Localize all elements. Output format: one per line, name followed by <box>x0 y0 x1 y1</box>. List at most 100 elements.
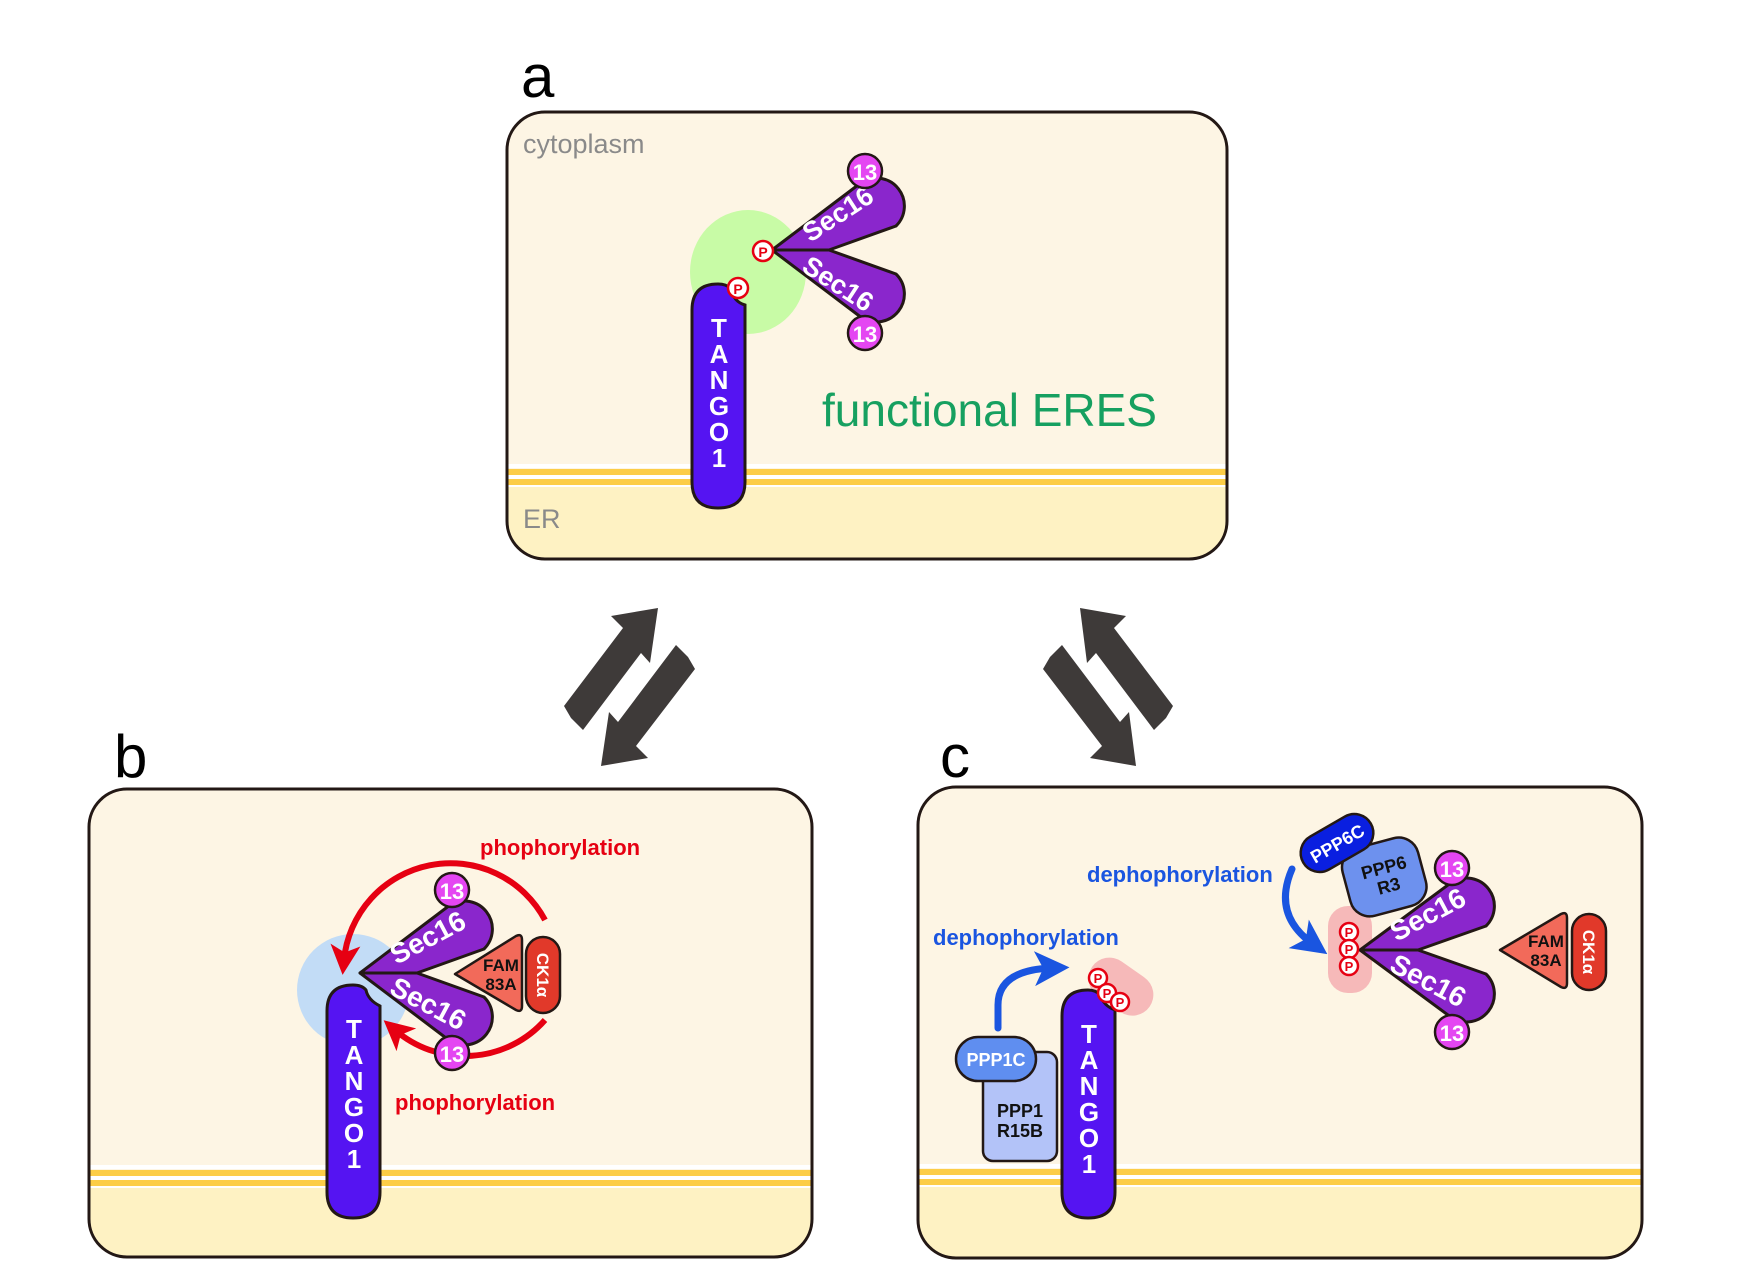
tango1-body <box>325 983 382 1220</box>
membrane-edge <box>918 1185 1642 1187</box>
membrane-edge <box>918 1164 1642 1168</box>
panel-b: phophorylation phophorylation Sec16 Sec1… <box>87 787 814 1259</box>
phospho-site: P <box>751 239 775 263</box>
phospho-site: P <box>726 276 750 300</box>
sec13-upper <box>1433 849 1471 887</box>
membrane-leaflet-outer <box>89 1170 812 1176</box>
membrane-leaflet-inner <box>89 1180 812 1186</box>
er-lumen-region <box>89 1187 812 1257</box>
equilibrium-arrows-ac <box>1043 608 1173 766</box>
dephosphorylation-arrow-left <box>994 951 1070 1032</box>
phospho-label: P <box>733 281 742 297</box>
tango1-letter: G <box>709 391 729 421</box>
arrow-c-to-a <box>1080 608 1173 730</box>
dephosphorylation-arrow-right <box>1281 865 1328 955</box>
sec16-dimer: Sec16 Sec16 13 13 <box>770 152 906 352</box>
dephosphorylation-label-left: dephophorylation <box>933 925 1119 950</box>
panel-b-border <box>87 787 814 1259</box>
panel-c-border <box>916 785 1644 1260</box>
phospho-label: P <box>1345 959 1354 974</box>
tango1-letter: N <box>345 1066 364 1096</box>
tango1-letter: T <box>346 1014 362 1044</box>
membrane-leaflet-inner <box>918 1179 1642 1185</box>
tango1-letter: 1 <box>1082 1149 1096 1179</box>
phosphorylation-label-bottom: phophorylation <box>395 1090 555 1115</box>
membrane-gap <box>89 1176 812 1180</box>
panel-a-border <box>505 110 1229 561</box>
ppp6r3 <box>1340 836 1428 918</box>
membrane-leaflet-inner <box>507 479 1227 485</box>
tango1-letter: G <box>344 1092 364 1122</box>
membrane-edge <box>507 485 1227 487</box>
er-label: ER <box>523 504 561 534</box>
membrane-edge <box>507 464 1227 468</box>
sec13-lower-label: 13 <box>853 322 877 347</box>
ppp6r3-group: PPP6 R3 <box>1340 836 1428 918</box>
equilibrium-arrows-ab <box>564 608 695 766</box>
phospho-label: P <box>1345 942 1354 957</box>
membrane-gap <box>918 1175 1642 1179</box>
fam83a-label-line2: 83A <box>485 975 516 994</box>
phospho-label: P <box>758 244 767 260</box>
tango1-letter: O <box>709 417 729 447</box>
ppp1r15b-label-line2: R15B <box>997 1121 1043 1141</box>
phosphorylation-arrow-top <box>330 860 548 975</box>
membrane-leaflet-outer <box>507 469 1227 475</box>
phospho-circle <box>1087 967 1109 989</box>
dephosphorylation-label-right: dephophorylation <box>1087 862 1273 887</box>
sec16-dimer: Sec16 Sec16 13 13 <box>358 871 494 1072</box>
tango1-letter: O <box>1079 1123 1099 1153</box>
sec13-lower <box>1433 1013 1471 1051</box>
membrane-gap <box>507 475 1227 479</box>
tango1-letter: N <box>1080 1071 1099 1101</box>
ppp1c <box>954 1035 1038 1083</box>
sec13-upper <box>433 871 471 909</box>
sec13-upper <box>846 152 884 190</box>
tango1-letter: N <box>710 365 729 395</box>
tango1-letter: A <box>710 339 729 369</box>
phospho-cluster-sec16: P P P <box>1338 921 1360 977</box>
phospho-cluster-tango1: P P P <box>1087 967 1131 1013</box>
phospho-circle <box>1338 955 1360 977</box>
arrow-a-to-b <box>601 645 695 766</box>
tango1-letter: O <box>344 1118 364 1148</box>
functional-eres-label: functional ERES <box>822 384 1157 436</box>
tango1-body <box>1060 988 1117 1220</box>
fam83a <box>1498 911 1569 990</box>
sec13-lower-label: 13 <box>440 1042 464 1067</box>
cytoplasm-label: cytoplasm <box>523 129 645 159</box>
ck1a <box>524 935 562 1015</box>
phospho-label: P <box>1116 995 1125 1010</box>
sec13-lower-label: 13 <box>1440 1021 1464 1046</box>
ck1a-label: CK1α <box>533 953 552 998</box>
phospho-label: P <box>1094 971 1103 986</box>
fam83a-label-line2: 83A <box>1530 951 1561 970</box>
sec13-upper-label: 13 <box>440 879 464 904</box>
membrane-edge <box>89 1186 812 1188</box>
membrane-leaflet-outer <box>918 1169 1642 1175</box>
tango1-letter: T <box>711 313 727 343</box>
sec13-lower <box>433 1034 471 1072</box>
ppp1r15b-label-line1: PPP1 <box>997 1101 1043 1121</box>
panel-a-label: a <box>521 43 555 110</box>
phospho-label: P <box>1103 986 1112 1001</box>
sec13-upper-label: 13 <box>1440 857 1464 882</box>
tango1-letter: T <box>1081 1019 1097 1049</box>
panel-c-label: c <box>940 723 970 790</box>
arrow-b-to-a <box>564 608 658 730</box>
tango1-letter: 1 <box>712 443 726 473</box>
sec13-lower <box>846 314 884 352</box>
tango1-body <box>690 282 747 510</box>
phospho-circle <box>751 239 775 263</box>
ppp6c <box>1299 812 1375 874</box>
phospho-circle <box>726 276 750 300</box>
tango1-letter: A <box>345 1040 364 1070</box>
er-lumen-region <box>918 1187 1642 1258</box>
